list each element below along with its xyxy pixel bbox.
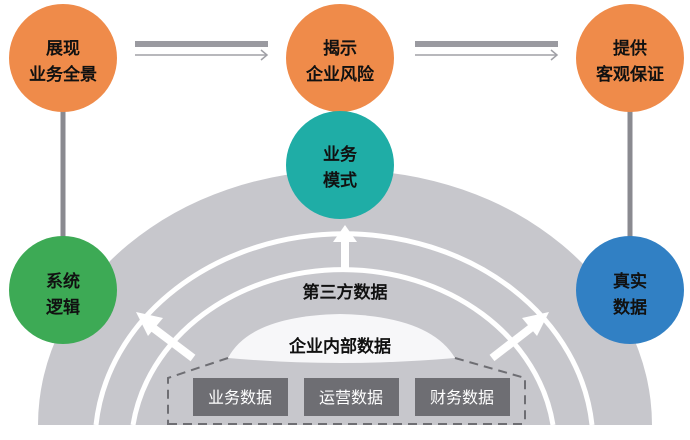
node-label: 系统 xyxy=(46,271,80,292)
node-label: 展现 xyxy=(46,39,80,59)
arrow-up-left-icon xyxy=(136,312,196,362)
node-reveal-risk xyxy=(286,4,394,112)
node-label: 数据 xyxy=(613,297,647,318)
node-system-logic xyxy=(9,236,117,344)
node-label: 业务全景 xyxy=(29,64,97,85)
flow-arrow-1 xyxy=(135,41,269,61)
finance-data-box xyxy=(415,378,510,416)
node-label: 揭示 xyxy=(323,38,357,59)
node-label: 业务 xyxy=(323,144,358,165)
business-data-box xyxy=(193,378,288,416)
node-show-business xyxy=(9,4,117,112)
node-label: 逻辑 xyxy=(46,297,80,318)
internal-data-label: 企业内部数据 xyxy=(288,336,391,357)
flow-arrow-2 xyxy=(415,41,559,61)
dashed-outline xyxy=(167,357,526,425)
operation-data-box xyxy=(304,378,399,416)
node-business-model xyxy=(286,111,394,219)
arrow-up-right-icon xyxy=(489,312,549,362)
node-label: 模式 xyxy=(323,170,357,191)
inner-white-ring xyxy=(130,267,556,426)
third-party-label: 第三方数据 xyxy=(303,282,388,303)
node-provide-assurance xyxy=(576,4,684,112)
outer-arch xyxy=(38,170,652,425)
internal-data-dome xyxy=(228,314,455,363)
node-real-data xyxy=(576,236,684,344)
node-label: 提供 xyxy=(613,38,647,59)
arrow-up-icon xyxy=(333,225,357,268)
node-label: 真实 xyxy=(613,271,647,292)
data-box-label: 业务数据 xyxy=(208,388,272,407)
data-box-label: 运营数据 xyxy=(319,388,383,407)
node-label: 企业风险 xyxy=(305,64,375,85)
node-label: 客观保证 xyxy=(595,64,664,85)
data-box-label: 财务数据 xyxy=(430,388,494,407)
